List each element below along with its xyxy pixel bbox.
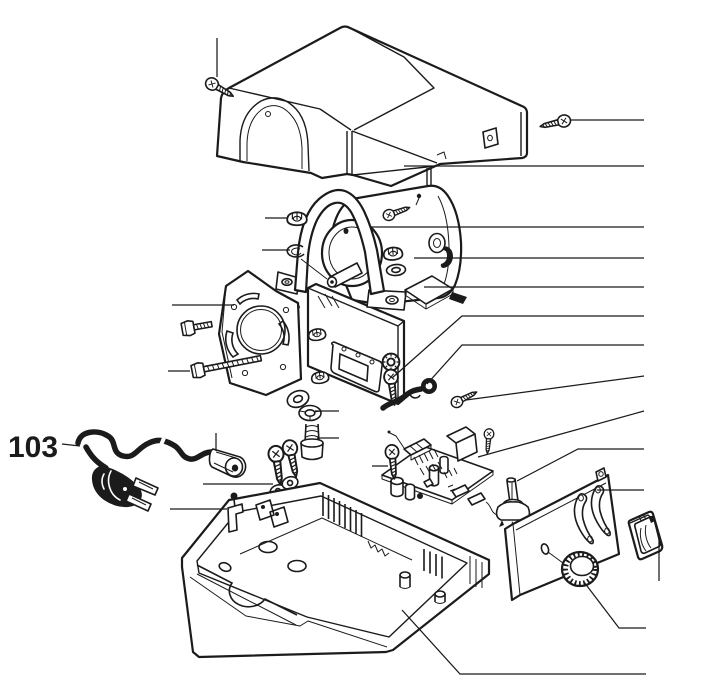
top-cover (215, 25, 529, 195)
floor-boss (399, 571, 446, 604)
knob-hole (540, 543, 550, 555)
rocker-switch (627, 510, 664, 561)
brush-cap (428, 232, 446, 254)
leader-lock-washer (391, 315, 644, 379)
side-panel (503, 467, 621, 602)
cap-nut-right-icon (382, 245, 404, 262)
bearing-hole (236, 305, 286, 355)
leader-base-housing (401, 609, 646, 675)
potentiometer (495, 477, 531, 528)
serrated-lock-washer-icon (381, 352, 401, 372)
cord-ferrule (208, 448, 247, 478)
leader-ring-terminal (426, 344, 644, 385)
collar-bushing-icon (286, 389, 310, 409)
leader-potentiometer (516, 448, 644, 482)
cap-nut-icon (310, 370, 331, 386)
ground-wire-ring-terminal (380, 378, 437, 411)
spring-washer-upper-icon (286, 244, 328, 280)
cover-screw-right-icon (537, 112, 573, 134)
hex-bolt-short-icon (180, 319, 213, 337)
leader-power-cord (61, 443, 81, 447)
spade-terminal (451, 484, 486, 506)
mounting-bracket (275, 188, 407, 311)
leader-circuit-board (477, 410, 645, 458)
circuit-board (381, 426, 504, 518)
strain-relief-bushing (300, 423, 324, 461)
cable-clip (227, 492, 244, 533)
adjustment-knob (560, 550, 600, 588)
leader-terminal-screw (465, 375, 645, 401)
leader-lines (61, 38, 660, 675)
retaining-washer-icon (298, 404, 322, 422)
tapping-screw-icon (280, 437, 305, 480)
cover-tab (482, 126, 499, 150)
wire-hook (440, 246, 453, 268)
housing-plate (330, 341, 383, 393)
cover-hole (265, 111, 271, 117)
board-screw-right-icon (481, 427, 495, 455)
hex-bolt-long-icon (190, 354, 263, 379)
brush-cover-plate (404, 275, 467, 310)
base-housing (180, 481, 491, 659)
part-number-label: 103 (8, 431, 58, 464)
cap-nut-upper-icon (286, 211, 308, 227)
leader-knob (583, 581, 646, 629)
power-cord-with-plug (75, 429, 220, 512)
